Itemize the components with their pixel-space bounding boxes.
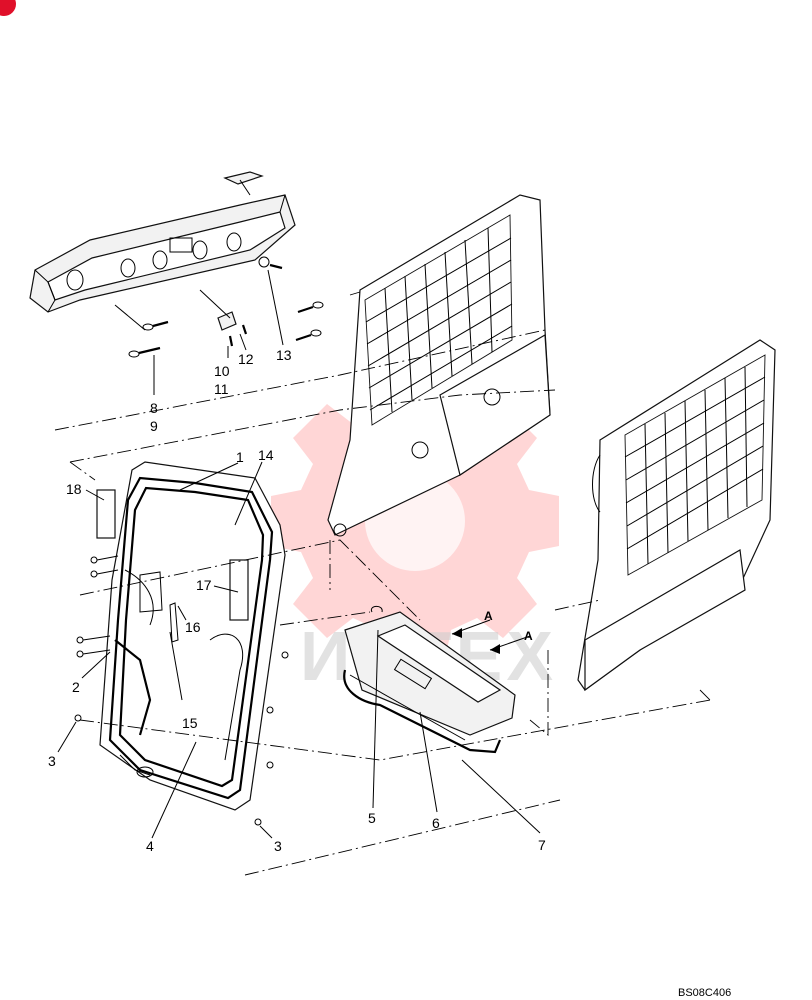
callout-1: 1 <box>236 449 244 465</box>
callout-13: 13 <box>276 347 292 363</box>
callout-15: 15 <box>182 715 198 731</box>
console-fasteners <box>114 256 324 358</box>
side-window-panel <box>577 339 776 692</box>
step-tray-assembly <box>343 605 516 754</box>
callout-4: 4 <box>146 838 154 854</box>
rear-window-panel <box>327 194 551 537</box>
section-letter-b: A <box>524 629 533 643</box>
callout-14: 14 <box>258 447 274 463</box>
callout-5: 5 <box>368 810 376 826</box>
assembly-center-lines <box>54 291 711 876</box>
callout-8: 8 <box>150 400 158 416</box>
callout-7: 7 <box>538 837 546 853</box>
drawing-code: BS08C406 <box>678 987 731 999</box>
callout-leaders <box>57 269 541 839</box>
callout-2: 2 <box>72 679 80 695</box>
callout-17: 17 <box>196 577 212 593</box>
callout-16: 16 <box>185 619 201 635</box>
callout-6: 6 <box>432 815 440 831</box>
section-arrows <box>451 619 531 654</box>
callout-3a: 3 <box>48 753 56 769</box>
corner-badge <box>0 0 16 16</box>
callout-12: 12 <box>238 351 254 367</box>
callout-9: 9 <box>150 418 158 434</box>
callout-3b: 3 <box>274 838 282 854</box>
callout-11: 11 <box>214 381 229 397</box>
door-assembly <box>96 461 286 811</box>
section-letter-a: A <box>484 609 493 623</box>
door-fasteners <box>74 555 289 826</box>
callout-10: 10 <box>214 363 230 379</box>
callout-18: 18 <box>66 481 82 497</box>
overhead-console <box>29 171 296 313</box>
